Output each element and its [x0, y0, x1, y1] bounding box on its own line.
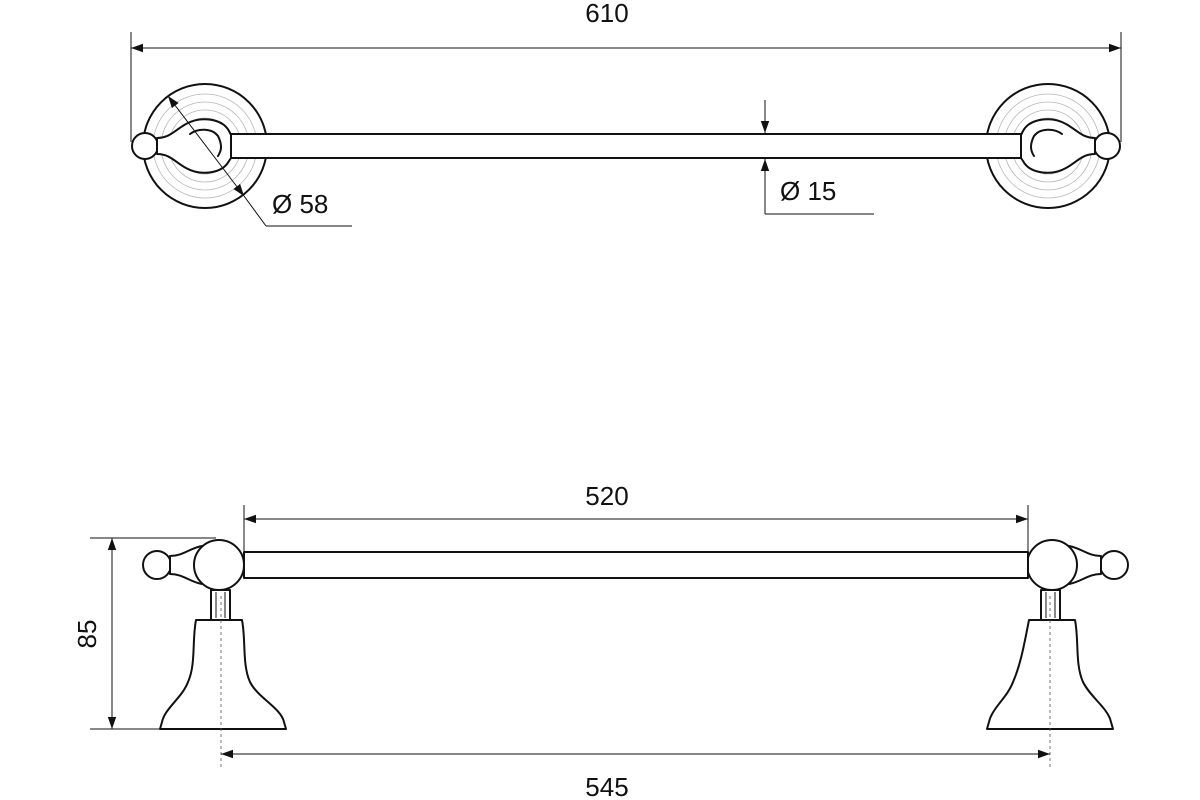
front-view: 520 85 545 — [72, 481, 1129, 800]
right-bracket-front — [986, 539, 1129, 770]
dimension-610-label: 610 — [585, 0, 628, 28]
towel-bar-top — [230, 133, 1022, 159]
dimension-15-label: Ø 15 — [780, 176, 836, 206]
right-bracket-top — [1020, 118, 1121, 174]
towel-bar-front — [243, 551, 1029, 579]
dimension-610: 610 — [130, 0, 1122, 142]
dimension-545: 545 — [221, 749, 1050, 800]
dimension-85: 85 — [72, 537, 216, 730]
dimension-520: 520 — [243, 481, 1029, 552]
top-view: 610 Ø 58 Ø 15 — [130, 0, 1122, 227]
left-bracket-front — [142, 539, 287, 770]
dimension-15: Ø 15 — [760, 100, 874, 215]
dimension-545-label: 545 — [585, 772, 628, 800]
dimension-85-label: 85 — [72, 620, 102, 649]
dimension-520-label: 520 — [585, 481, 628, 511]
dimension-58: Ø 58 — [167, 95, 352, 227]
dimension-58-label: Ø 58 — [272, 189, 328, 219]
